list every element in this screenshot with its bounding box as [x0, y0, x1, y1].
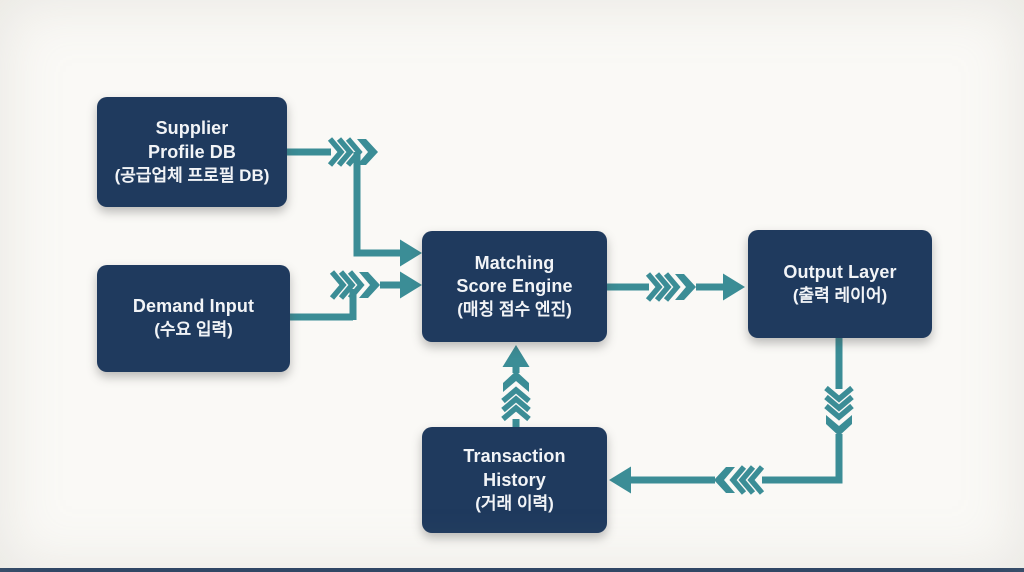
arrowhead-icon: [400, 239, 422, 267]
arrowhead-icon: [609, 466, 631, 494]
edge-transaction-to-matching-arrow: [503, 345, 530, 427]
node-subtitle: (공급업체 프로필 DB): [114, 165, 270, 185]
arrowhead-icon: [400, 271, 422, 299]
edge-demand-to-matching-arrow: [290, 272, 422, 321]
node-title: Matching Score Engine: [456, 252, 573, 297]
node-output-layer: Output Layer (출력 레이어): [748, 230, 932, 338]
bottom-accent-bar: [0, 568, 1024, 572]
edge-matching-to-output-arrow: [607, 274, 745, 301]
fletching-icon: [503, 371, 529, 419]
edge-supplier-to-matching-arrow: [287, 139, 422, 267]
node-matching-score-engine: Matching Score Engine (매칭 점수 엔진): [422, 231, 607, 342]
arrowhead-icon: [502, 345, 530, 367]
fletching-icon: [332, 272, 380, 298]
node-subtitle: (매칭 점수 엔진): [457, 300, 572, 320]
node-subtitle: (출력 레이어): [792, 285, 888, 305]
node-subtitle: (거래 이력): [475, 493, 554, 513]
edge-shaft: [353, 152, 403, 257]
fletching-icon: [714, 467, 762, 493]
fletching-icon: [648, 274, 696, 300]
node-title: Output Layer: [783, 261, 897, 282]
edge-output-to-transaction-arrow: [609, 338, 852, 494]
node-demand-input: Demand Input (수요 입력): [97, 265, 290, 372]
edge-shaft: [762, 434, 843, 484]
node-title: Supplier Profile DB: [147, 118, 236, 162]
node-title: Transaction History: [463, 446, 566, 490]
node-subtitle: (수요 입력): [154, 320, 233, 340]
node-supplier-profile-db: Supplier Profile DB (공급업체 프로필 DB): [97, 97, 287, 207]
node-title: Demand Input: [132, 296, 255, 317]
fletching-icon: [826, 388, 852, 436]
node-transaction-history: Transaction History (거래 이력): [422, 427, 607, 533]
arrowhead-icon: [723, 273, 745, 301]
